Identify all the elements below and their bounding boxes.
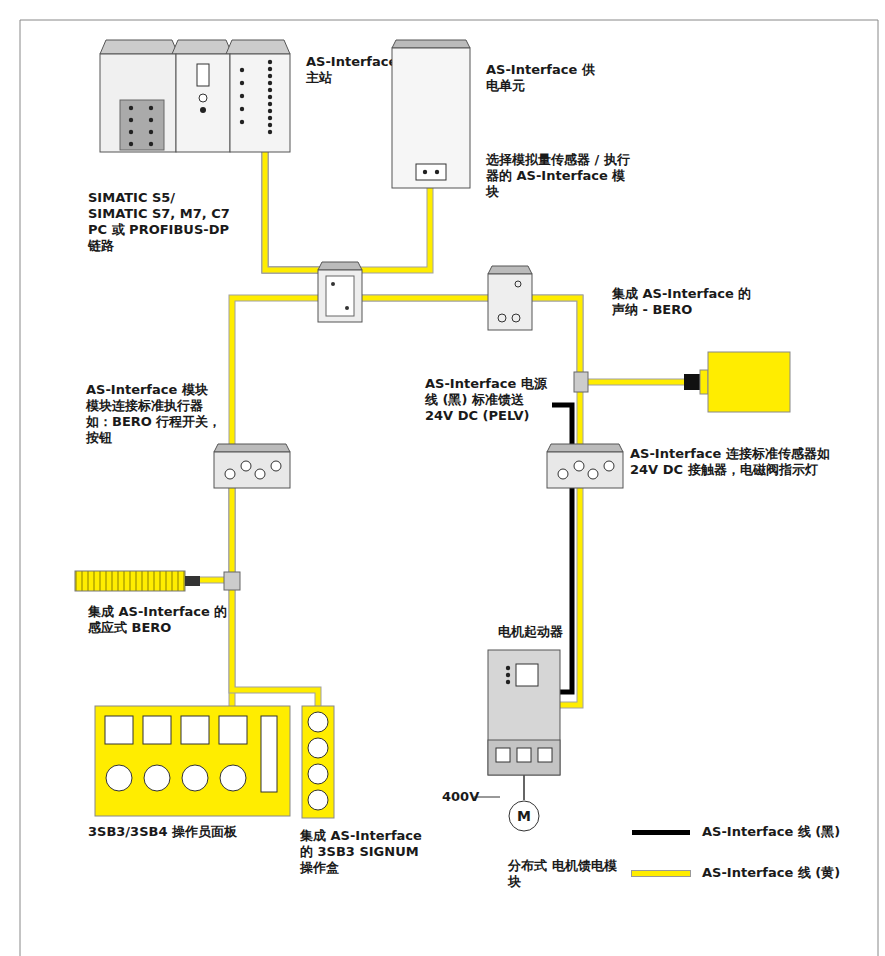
cable-connector bbox=[524, 775, 525, 800]
cable-connector bbox=[232, 152, 330, 444]
device-node: AS-Interface 供电单元 bbox=[392, 40, 470, 188]
device-node: SIMATIC S5/ SIMATIC S7, M7, C7 PC 或 PROF… bbox=[100, 40, 290, 152]
legend-text: AS-Interface 线 (黑) bbox=[702, 824, 840, 840]
device-node: 集成 AS-Interface 的 3SB3 SIGNUM 操作盒 bbox=[302, 706, 334, 818]
note-label: 选择模拟量传感器 / 执行器的 AS-Interface 模块 bbox=[486, 152, 636, 200]
device-illustration bbox=[214, 444, 290, 488]
cable-connector bbox=[200, 488, 232, 580]
device-node: M分布式 电机馈电模块 bbox=[508, 800, 540, 832]
device-caption: 集成 AS-Interface 的 感应式 BERO bbox=[88, 604, 238, 636]
device-node: AS-Interface 连接标准传感器如 24V DC 接触器，电磁阀指示灯 bbox=[547, 444, 623, 488]
device-node: AS-Interface 模块 模块连接标准执行器 如：BERO 行程开关，按钮 bbox=[214, 444, 290, 488]
analog-module bbox=[488, 266, 532, 330]
device-illustration bbox=[302, 706, 334, 818]
cable-connector bbox=[265, 152, 580, 444]
device-node: 电机起动器 bbox=[488, 650, 560, 775]
device-caption: AS-Interface 连接标准传感器如 24V DC 接触器，电磁阀指示灯 bbox=[630, 446, 860, 478]
device-illustration bbox=[488, 650, 560, 775]
legend-swatch bbox=[632, 830, 690, 835]
cable-connector bbox=[265, 152, 684, 382]
device-caption: 集成 AS-Interface 的 3SB3 SIGNUM 操作盒 bbox=[300, 828, 430, 876]
edge-group bbox=[200, 152, 684, 800]
device-caption: M bbox=[508, 800, 540, 832]
legend-text: AS-Interface 线 (黄) bbox=[702, 865, 840, 881]
cable-connector bbox=[232, 488, 318, 706]
legend-swatch bbox=[632, 871, 690, 876]
frame bbox=[20, 20, 878, 956]
device-caption: AS-Interface 供电单元 bbox=[486, 62, 606, 94]
device-caption: 集成 AS-Interface 的声纳 - BERO bbox=[612, 286, 762, 318]
device-caption: 3SB3/3SB4 操作员面板 bbox=[88, 824, 238, 840]
note-label: AS-Interface 电源线 (黑) 标准馈送 24V DC (PELV) bbox=[425, 376, 551, 424]
device-illustration bbox=[547, 444, 623, 488]
device-illustration bbox=[75, 571, 200, 591]
device-node: 集成 AS-Interface 的 感应式 BERO bbox=[75, 571, 200, 591]
device-node: 3SB3/3SB4 操作员面板 bbox=[95, 706, 290, 816]
device-caption: AS-Interface 主站 bbox=[306, 54, 406, 86]
device-illustration bbox=[392, 40, 470, 188]
device-node: 集成 AS-Interface 的声纳 - BERO bbox=[684, 352, 790, 412]
device-illustration bbox=[95, 706, 290, 816]
device-caption: 电机起动器 bbox=[498, 624, 578, 640]
device-caption: SIMATIC S5/ SIMATIC S7, M7, C7 PC 或 PROF… bbox=[88, 190, 238, 254]
device-illustration bbox=[684, 352, 790, 412]
device-illustration bbox=[100, 40, 290, 152]
device-caption: 分布式 电机馈电模块 bbox=[508, 858, 618, 890]
t-junction-module bbox=[318, 262, 362, 322]
device-caption: AS-Interface 模块 模块连接标准执行器 如：BERO 行程开关，按钮 bbox=[86, 382, 224, 446]
note-label: 400V bbox=[442, 789, 482, 805]
